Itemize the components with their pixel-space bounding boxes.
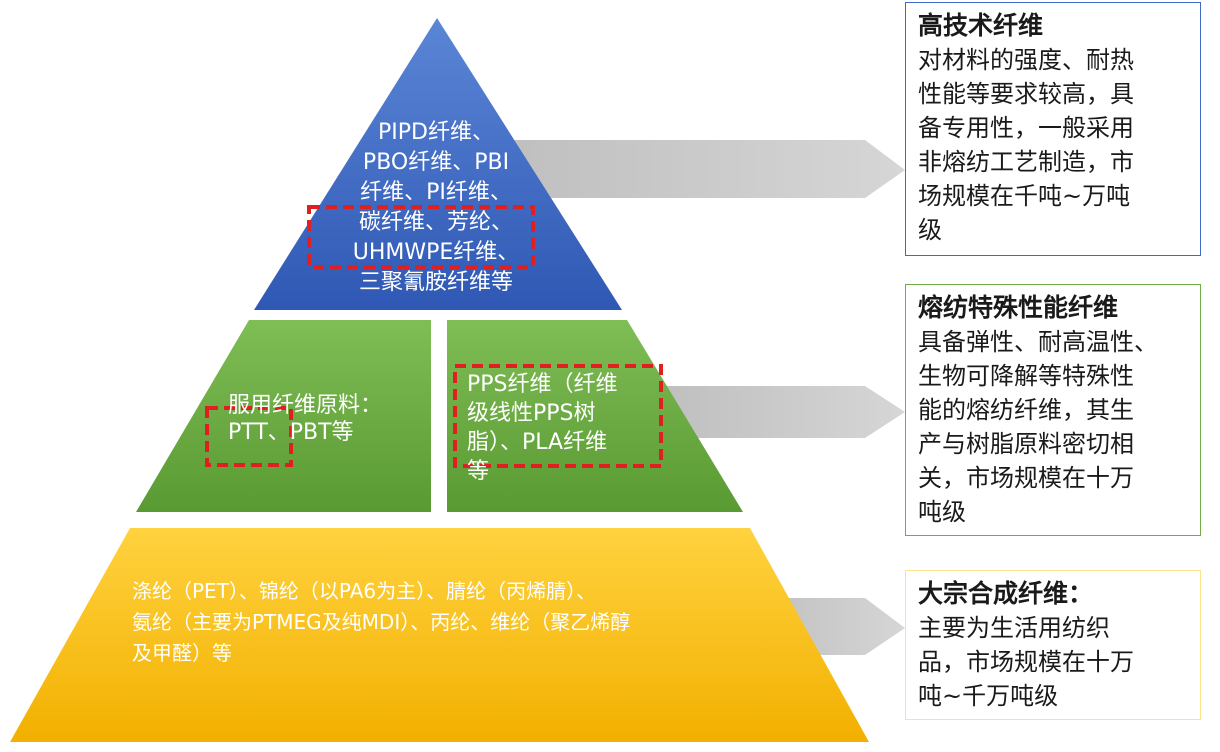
box-middle-body: 具备弹性、耐高温性、 生物可降解等特殊性 能的熔纺纤维，其生 产与树脂原料密切相… xyxy=(918,328,1158,526)
pyramid-bottom-tier xyxy=(10,528,869,742)
middle-left-tier-text: 服用纤维原料： PTT、PBT等 xyxy=(228,393,383,445)
description-box-top: 高技术纤维 对材料的强度、耐热 性能等要求较高，具 备专用性，一般采用 非熔纺工… xyxy=(905,2,1201,256)
description-box-middle: 熔纺特殊性能纤维 具备弹性、耐高温性、 生物可降解等特殊性 能的熔纺纤维，其生 … xyxy=(905,284,1201,536)
box-bottom-title: 大宗合成纤维： xyxy=(918,579,1094,608)
box-bottom-body: 主要为生活用纺织 品，市场规模在十万 吨~千万吨级 xyxy=(918,614,1134,710)
box-middle-title: 熔纺特殊性能纤维 xyxy=(918,293,1119,322)
arrow-middle xyxy=(640,386,905,438)
description-box-bottom: 大宗合成纤维： 主要为生活用纺织 品，市场规模在十万 吨~千万吨级 xyxy=(905,570,1201,720)
middle-tier-divider xyxy=(431,320,447,512)
highlight-ptt xyxy=(205,406,293,467)
box-top-body: 对材料的强度、耐热 性能等要求较高，具 备专用性，一般采用 非熔纺工艺制造，市 … xyxy=(918,46,1134,244)
arrow-top xyxy=(470,140,905,198)
highlight-carbon-uhmwpe xyxy=(307,205,535,269)
top-tier-text: PIPD纤维、 PBO纤维、PBI 纤维、PI纤维、 碳纤维、芳纶、 UHMWP… xyxy=(352,120,520,295)
pyramid-top-tier xyxy=(254,18,622,310)
middle-right-tier-text: PPS纤维（纤维 级线性PPS树 脂）、PLA纤维 等 xyxy=(467,372,618,484)
bottom-tier-text: 涤纶（PET）、锦纶（以PA6为主）、腈纶（丙烯腈）、 氨纶（主要为PTMEG及… xyxy=(132,579,631,665)
highlight-pps-pla xyxy=(453,364,663,468)
box-top-title: 高技术纤维 xyxy=(918,11,1044,40)
